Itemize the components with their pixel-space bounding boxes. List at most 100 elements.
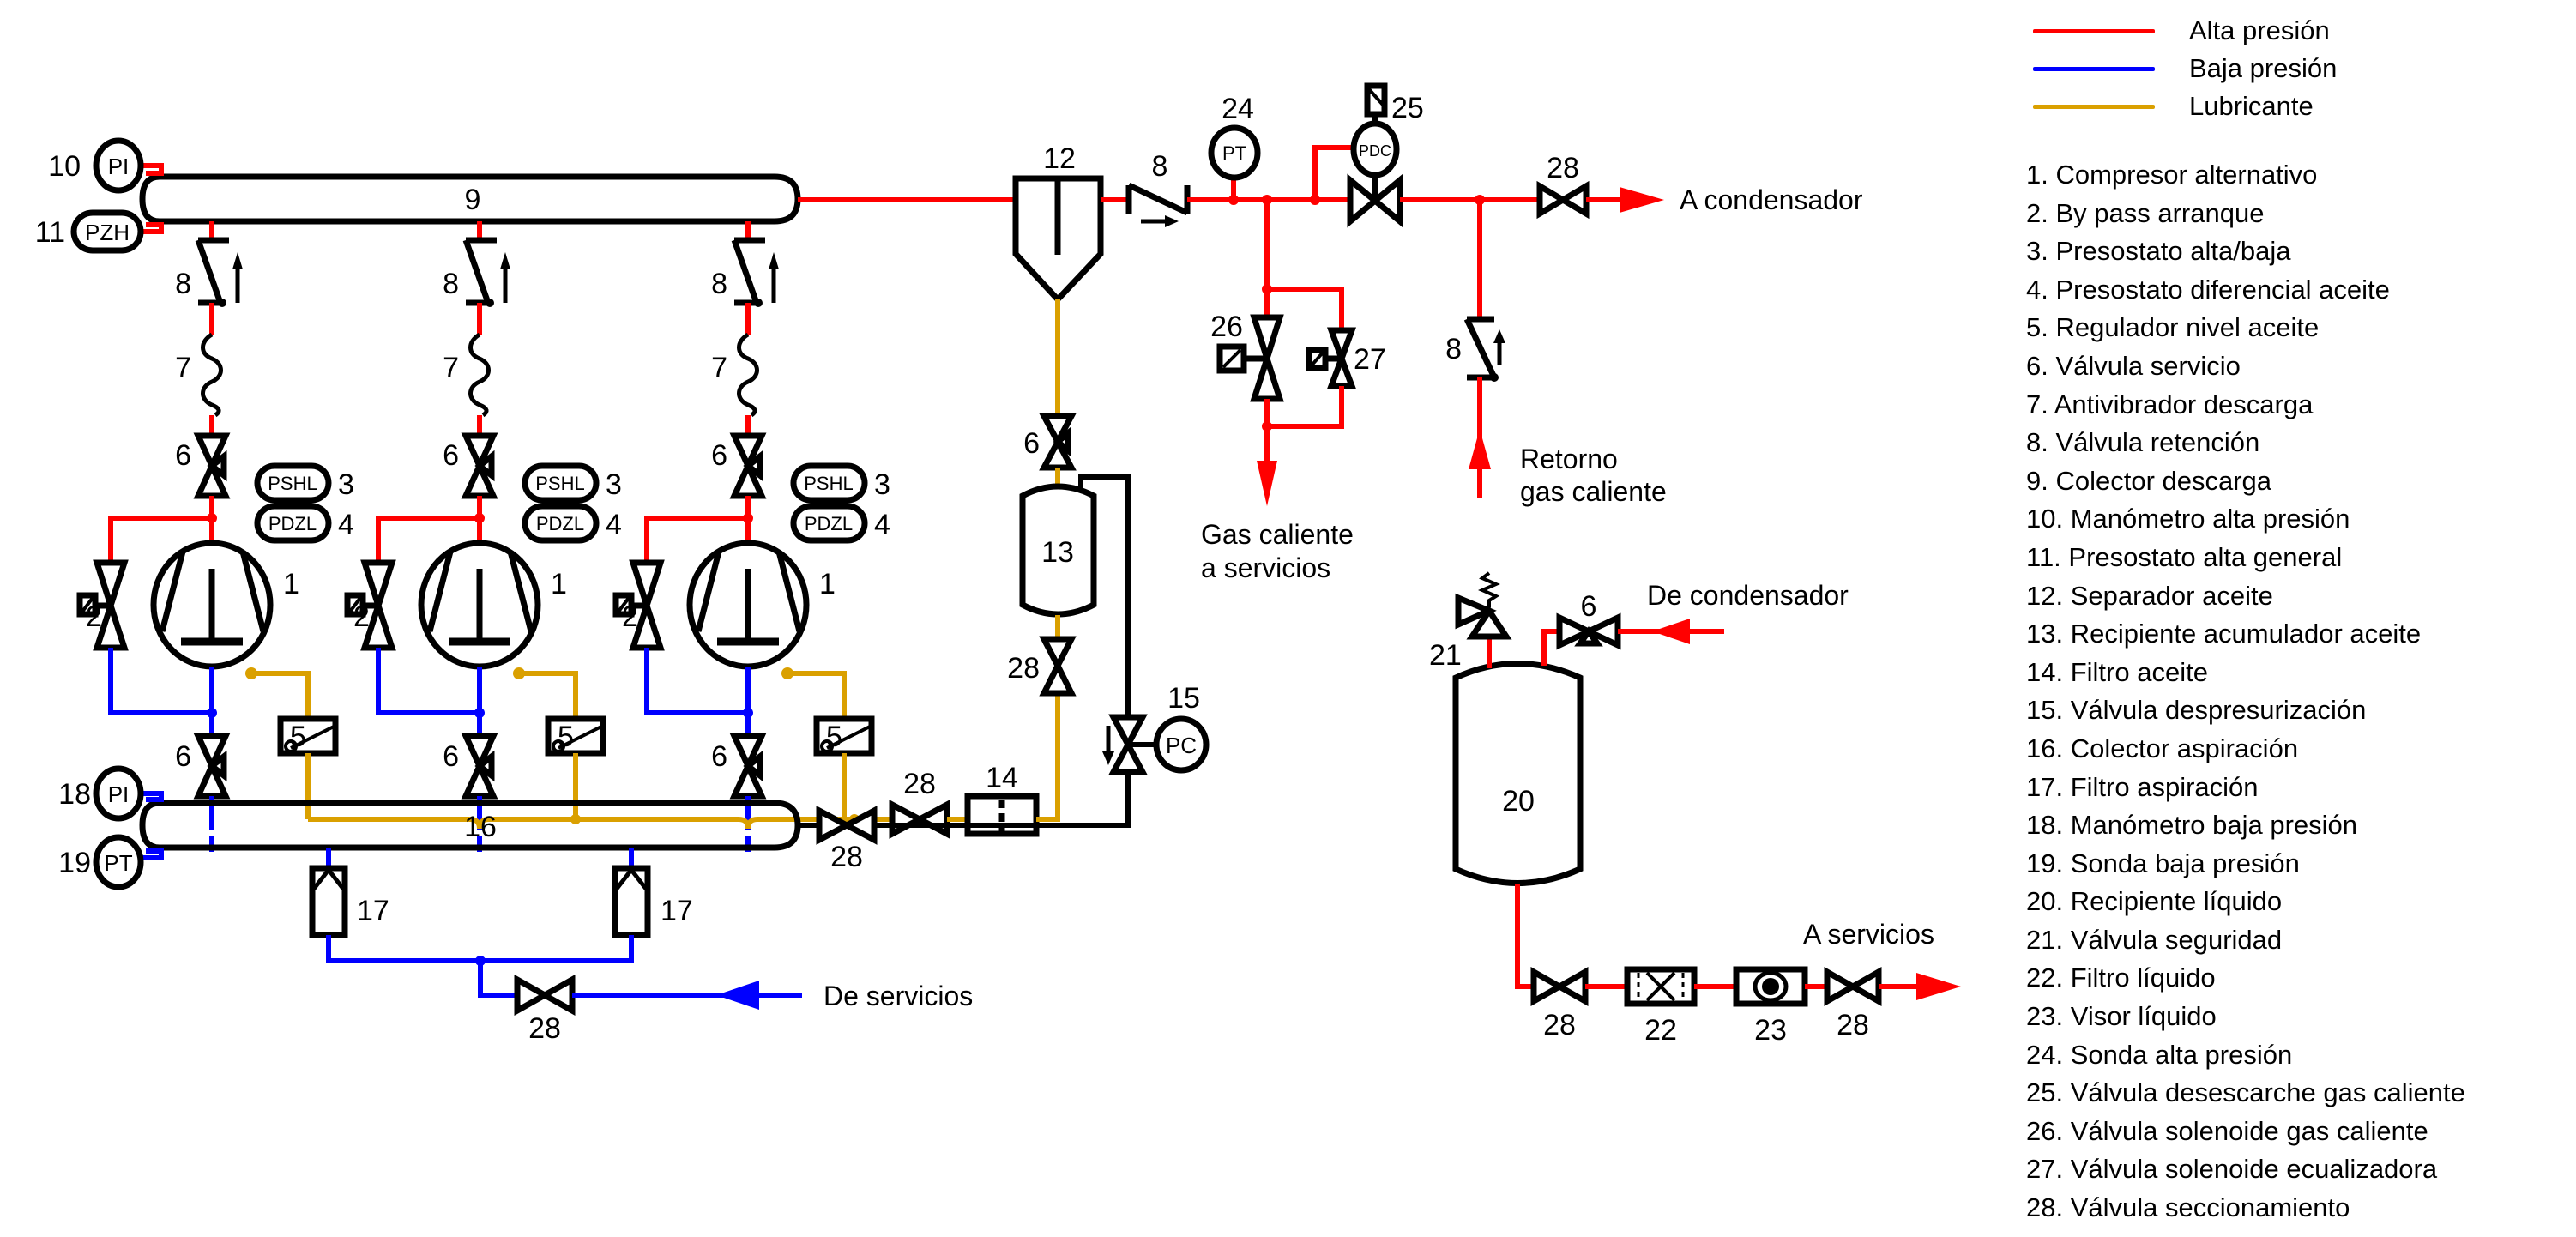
suction-filters: 17 17 28 De servicios [309,848,973,1045]
component-list-item: 6. Válvula servicio [2026,350,2241,381]
depressurization-line: 28 PC 15 [798,474,1210,873]
svg-text:27: 27 [1354,343,1386,376]
svg-text:6: 6 [443,439,459,472]
svg-text:21: 21 [1429,639,1462,672]
pressure-probe-low: PT 19 [58,834,144,890]
flow-return-line2: gas caliente [1520,476,1667,507]
flow-from-condenser: De condensador [1647,580,1849,611]
legend-gold-line [2033,104,2155,109]
discharge-collector: 9 [139,173,801,225]
svg-text:PSHL: PSHL [804,473,853,494]
legend-low-pressure: Baja presión [2033,50,2337,87]
svg-text:3: 3 [874,468,890,501]
svg-text:17: 17 [661,895,693,927]
oil-receiver: 6 13 28 [1007,413,1097,697]
svg-text:6: 6 [1023,427,1040,460]
svg-text:2: 2 [353,600,370,633]
component-list-item: 25. Válvula desescarche gas caliente [2026,1077,2465,1108]
component-list-item: 5. Regulador nivel aceite [2026,312,2320,343]
component-list-item: 26. Válvula solenoide gas caliente [2026,1115,2428,1146]
svg-text:13: 13 [1041,536,1074,569]
svg-text:15: 15 [1167,682,1200,715]
svg-text:PT: PT [1222,142,1246,164]
pressure-switch-group-2: PSHL PDZL 3 4 [522,462,622,544]
svg-text:4: 4 [606,509,622,541]
svg-text:22: 22 [1644,1014,1677,1047]
pressure-gauge-high: PI 10 [48,137,144,194]
svg-text:23: 23 [1754,1014,1787,1047]
svg-text:PT: PT [104,850,132,876]
component-list-item: 28. Válvula seccionamiento [2026,1192,2350,1223]
svg-text:3: 3 [606,468,622,501]
pressure-switch-group-3: PSHL PDZL 3 4 [790,462,890,544]
component-list-item: 22. Filtro líquido [2026,962,2216,993]
svg-text:20: 20 [1502,785,1535,818]
svg-text:28: 28 [1837,1009,1869,1041]
svg-text:28: 28 [830,841,863,873]
component-list-item: 11. Presostato alta general [2026,541,2343,572]
suction-collector: 16 [139,800,801,851]
hot-gas-return: 8 Retorno gas caliente [1445,200,1667,507]
svg-text:7: 7 [443,352,459,384]
svg-text:5: 5 [290,721,306,753]
svg-text:28: 28 [1547,152,1579,184]
svg-text:6: 6 [443,740,459,773]
svg-text:PI: PI [108,781,130,807]
svg-text:8: 8 [175,268,191,300]
component-list-item: 13. Recipiente acumulador aceite [2026,618,2422,649]
component-list-item: 8. Válvula retención [2026,427,2260,458]
label-10: 10 [48,150,81,183]
svg-text:PZH: PZH [85,220,130,245]
component-list-item: 9. Colector descarga [2026,465,2272,496]
svg-text:PDZL: PDZL [805,513,853,534]
svg-text:24: 24 [1222,93,1254,125]
svg-text:PDC: PDC [1359,142,1391,160]
svg-text:28: 28 [1007,652,1040,685]
line-legend: Alta presión Baja presión Lubricante [2033,12,2337,125]
svg-text:4: 4 [874,509,890,541]
svg-text:1: 1 [819,568,836,600]
svg-text:PSHL: PSHL [268,473,317,494]
discharge-line: 8 PT 24 PDC 25 28 A condensador [1101,82,1863,228]
svg-text:17: 17 [357,895,389,927]
svg-text:8: 8 [711,268,727,300]
pressure-gauge-low: PI 18 [58,765,144,822]
compressor-unit-2 [347,221,603,852]
flow-to-condenser: A condensador [1680,184,1863,215]
svg-text:1: 1 [551,568,567,600]
svg-text:28: 28 [528,1012,561,1045]
component-list-item: 24. Sonda alta presión [2026,1039,2293,1070]
flow-hot-gas-line2: a servicios [1201,552,1330,583]
svg-text:6: 6 [175,439,191,472]
svg-text:PDZL: PDZL [536,513,584,534]
svg-text:14: 14 [986,762,1018,794]
component-list-item: 19. Sonda baja presión [2026,848,2300,878]
svg-text:5: 5 [826,721,842,753]
label-11: 11 [35,216,65,249]
svg-text:PSHL: PSHL [535,473,584,494]
component-list-item: 4. Presostato diferencial aceite [2026,274,2390,305]
svg-text:PI: PI [108,154,130,179]
label-19: 19 [58,847,91,879]
oil-separator: 12 [798,142,1104,416]
component-list-item: 27. Válvula solenoide ecualizadora [2026,1154,2438,1185]
liquid-receiver: 20 21 6 De condensador 28 22 23 28 [1429,571,1961,1047]
compressor-unit-3 [616,221,872,852]
legend-blue-line [2033,66,2155,71]
svg-text:6: 6 [1581,590,1597,623]
component-list-item: 2. By pass arranque [2026,197,2265,228]
compressor-unit-1 [80,221,335,852]
svg-text:PC: PC [1166,733,1197,758]
flow-to-services: A servicios [1803,919,1934,950]
component-list-item: 17. Filtro aspiración [2026,771,2259,802]
svg-text:26: 26 [1210,311,1243,343]
svg-text:8: 8 [443,268,459,300]
label-16: 16 [464,811,497,843]
unit-labels: 8 7 6 2 1 6 5 8 7 6 2 1 6 5 8 7 6 2 1 6 … [86,268,842,773]
label-9: 9 [465,184,481,216]
svg-text:6: 6 [711,740,727,773]
svg-text:5: 5 [558,721,574,753]
svg-text:7: 7 [175,352,191,384]
component-list-item: 23. Visor líquido [2026,1001,2217,1032]
